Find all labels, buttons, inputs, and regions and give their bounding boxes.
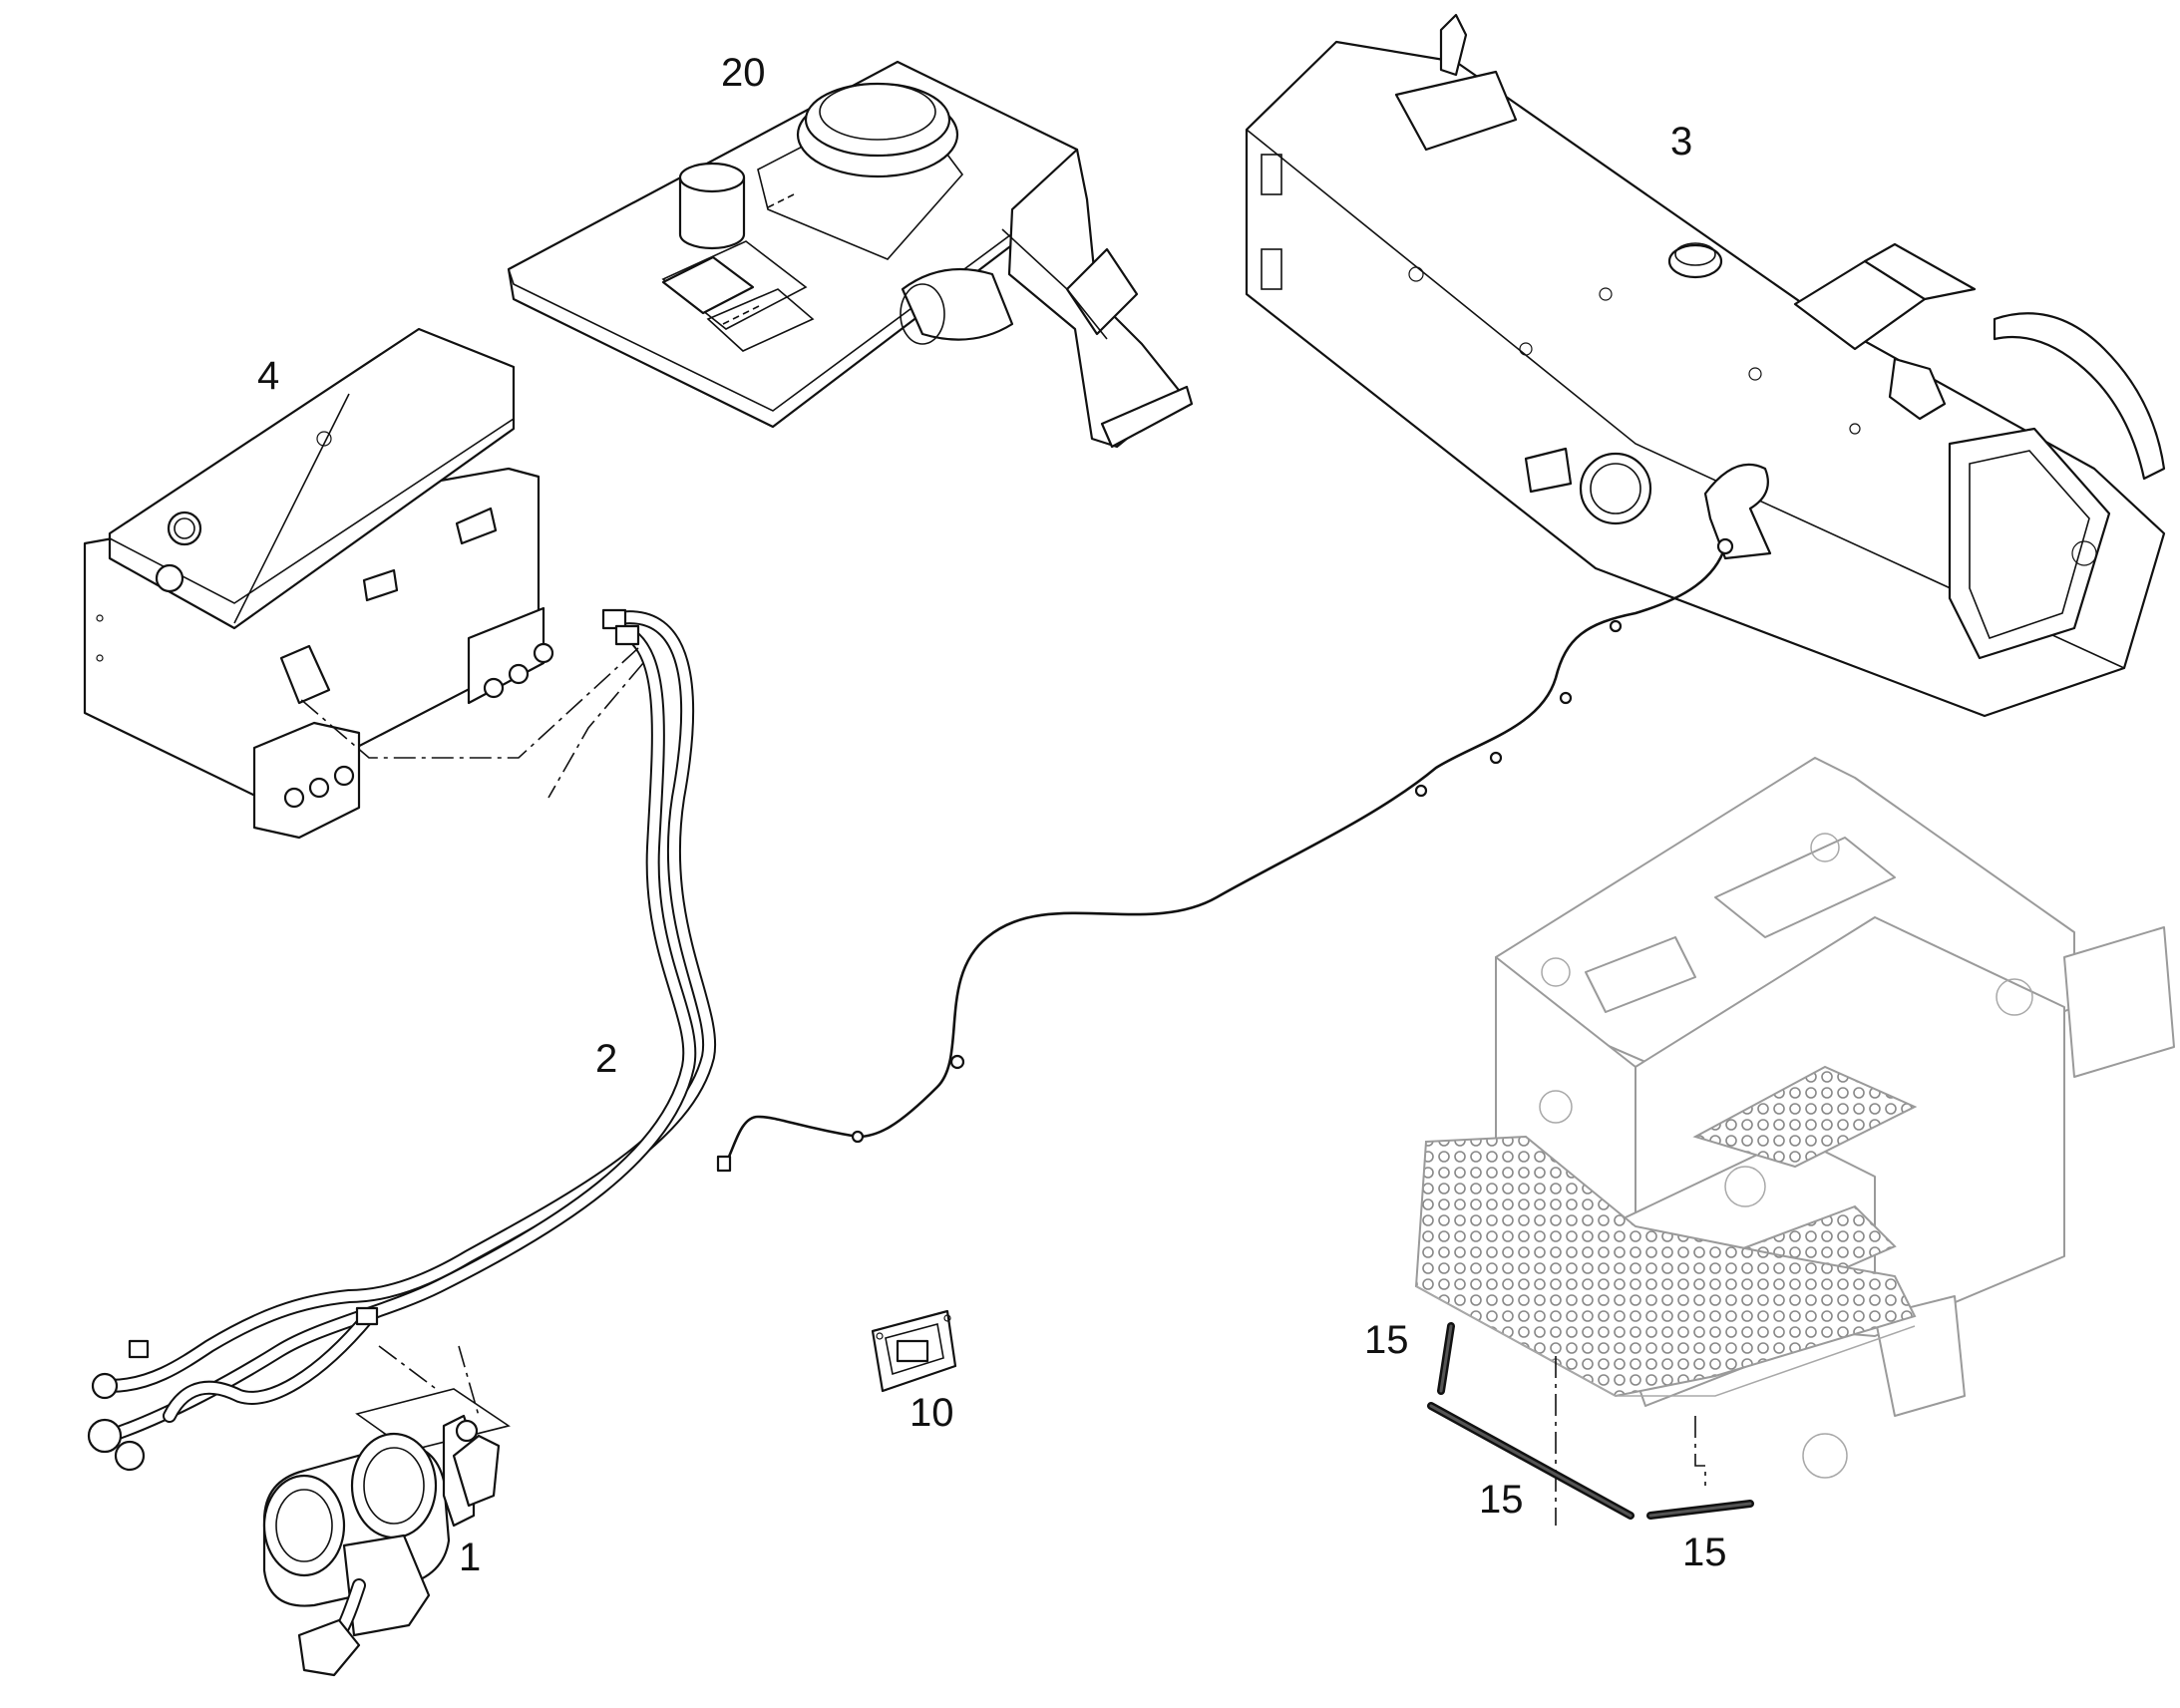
callout-15-middle: 15 (1479, 1478, 1524, 1522)
seal-strips-part (1427, 1322, 1754, 1520)
callout-1: 1 (459, 1536, 481, 1579)
wiring-harness-part (716, 537, 1734, 1173)
hose-assembly-part (87, 608, 717, 1472)
callout-2: 2 (595, 1037, 617, 1081)
callout-15-right: 15 (1682, 1531, 1727, 1574)
cabin-heater-unit-part (262, 1345, 511, 1677)
callout-4: 4 (257, 354, 279, 398)
callout-15-left: 15 (1364, 1318, 1409, 1362)
callout-20: 20 (721, 51, 766, 95)
chassis-frame-part (1414, 757, 2175, 1526)
callout-10: 10 (909, 1391, 954, 1435)
cabin-wall-panel-part (1245, 13, 2166, 718)
switch-panel-part (871, 1309, 957, 1393)
heater-box-part (83, 327, 554, 840)
callout-3: 3 (1670, 120, 1692, 164)
floor-plate-part (507, 60, 1194, 449)
